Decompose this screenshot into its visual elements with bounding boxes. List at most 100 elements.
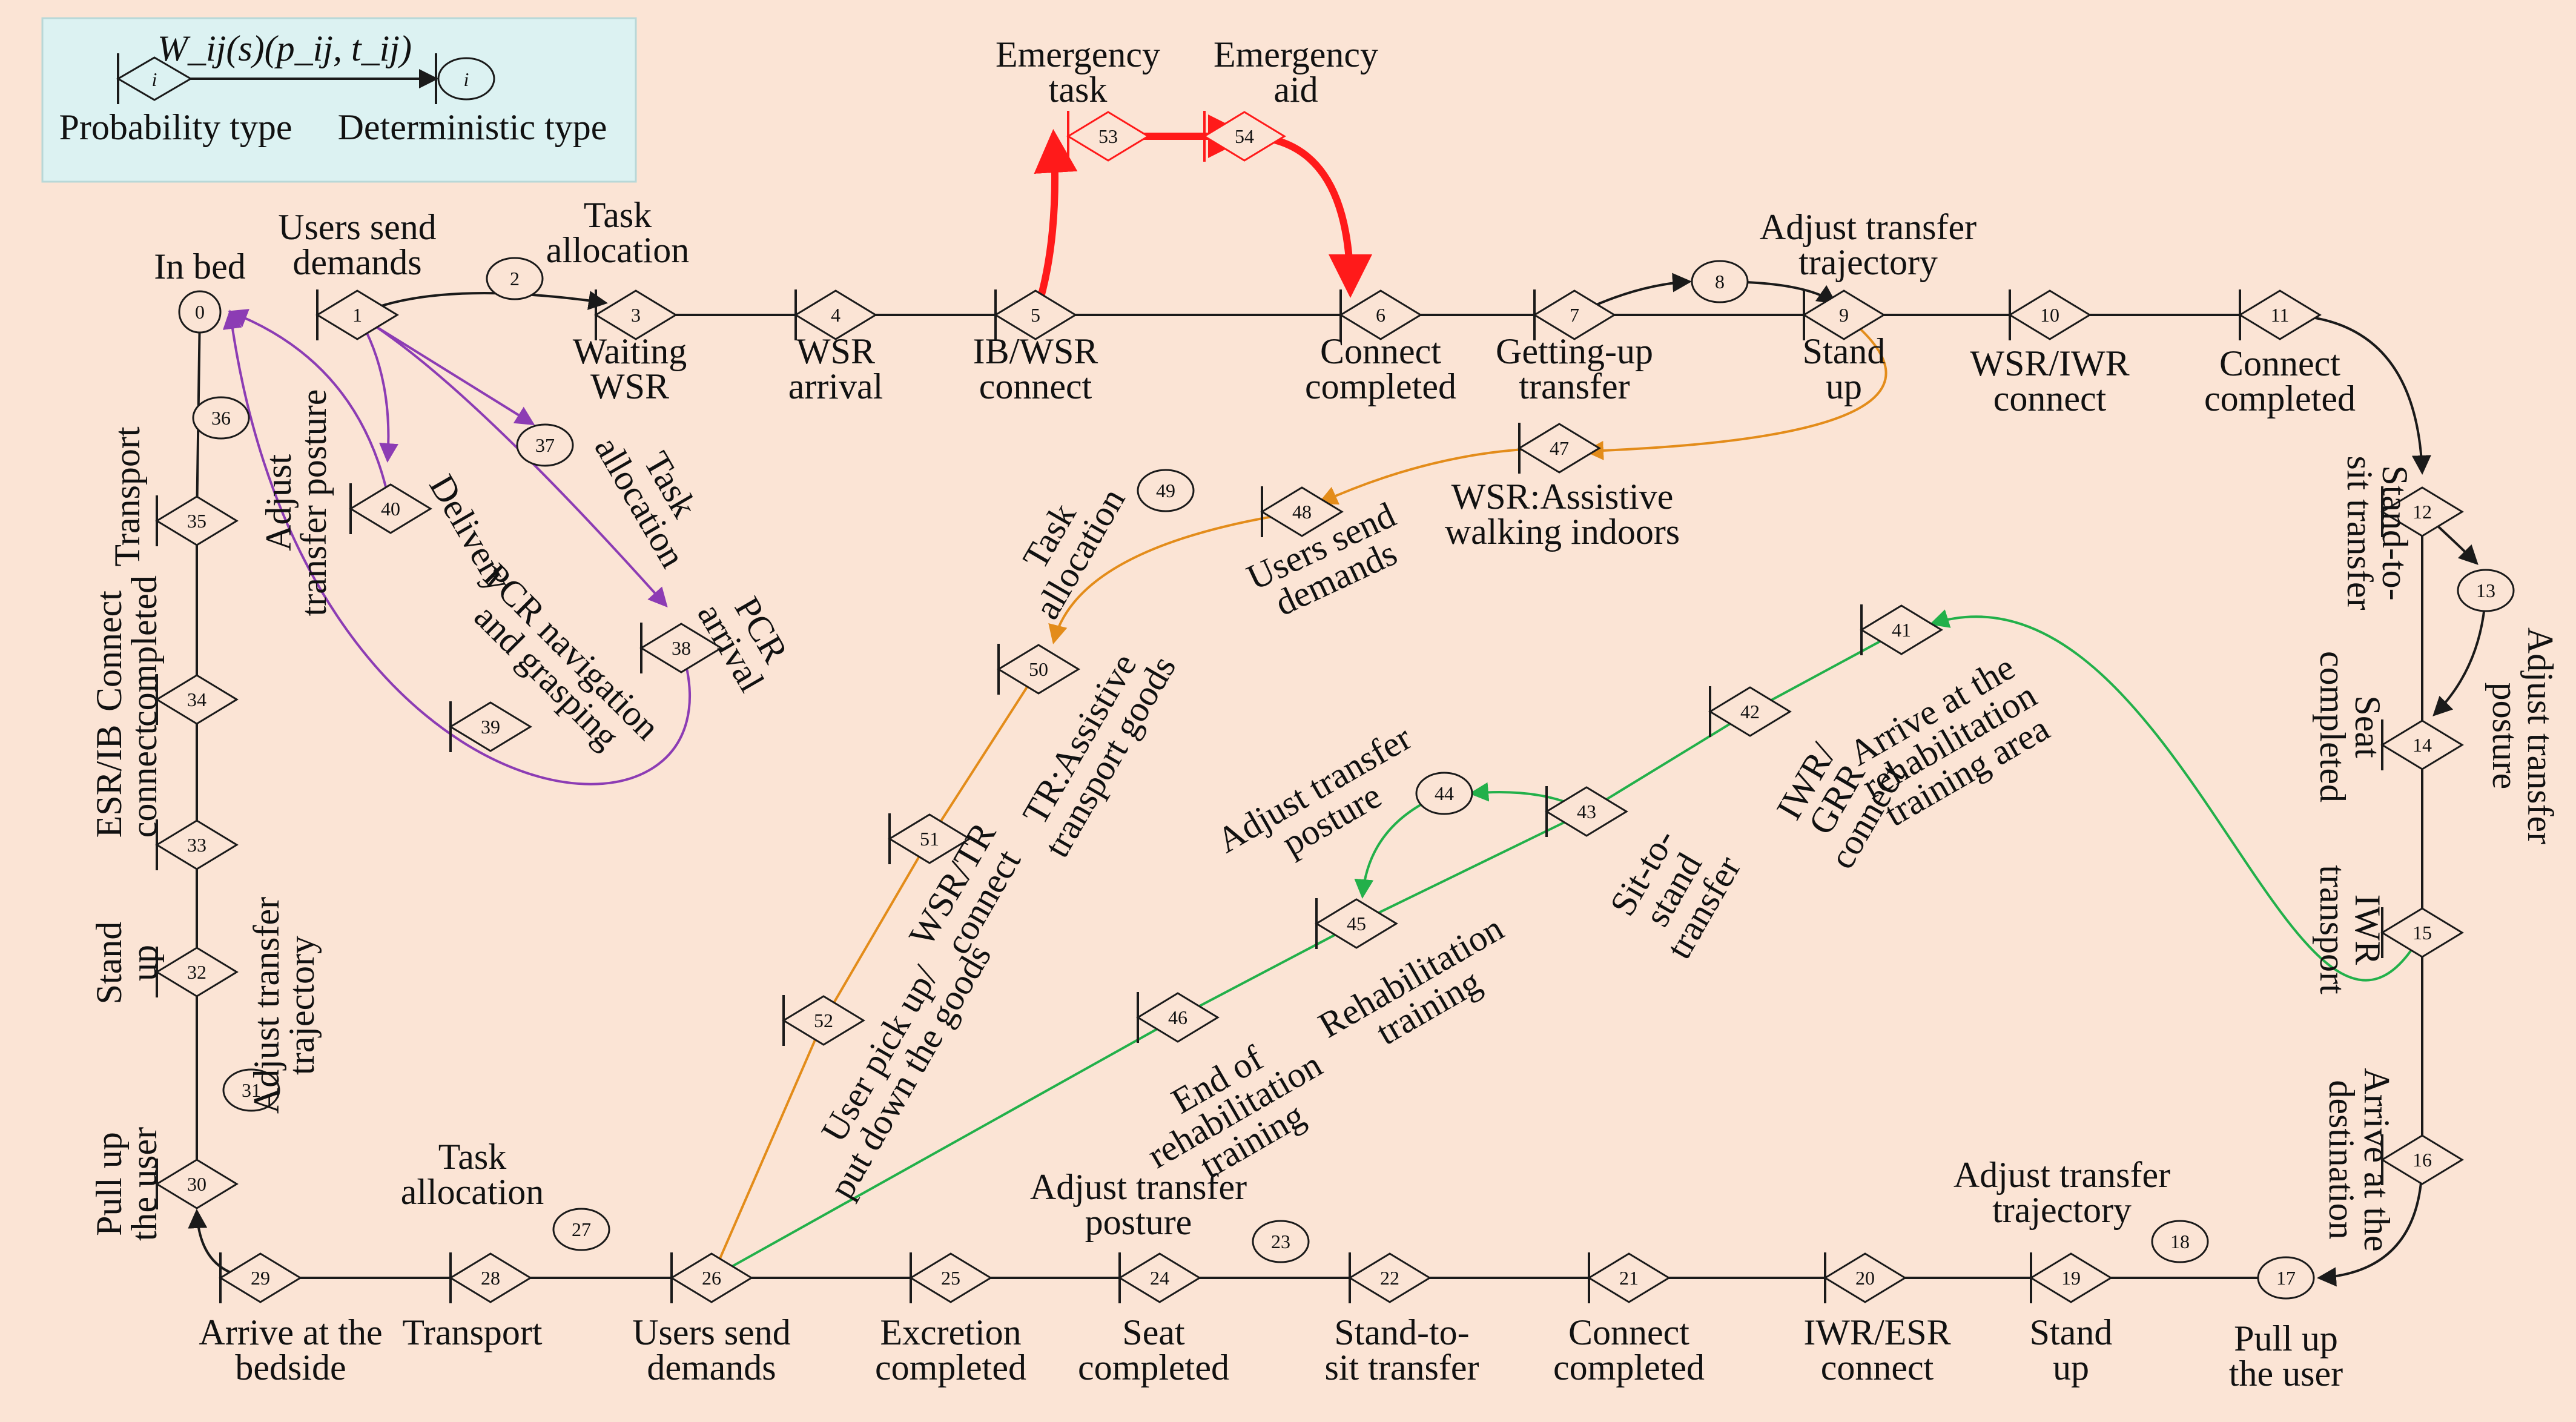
node-45-shape [1315,898,1398,949]
node-19: 19 [2029,1252,2113,1303]
node-42-number: 42 [1740,701,1760,723]
node-27-shape [552,1208,610,1251]
node-15: 15 [2380,907,2464,958]
edge-51-to-52 [822,838,931,1023]
node-21: 21 [1587,1252,1671,1303]
node-10-number: 10 [2040,304,2059,326]
node-0: 0 [178,290,222,334]
node-18: 18 [2151,1220,2209,1263]
node-6-shape [1339,289,1422,340]
node-25: 25 [909,1252,992,1303]
node-21-shape [1587,1252,1671,1303]
node-50-number: 50 [1029,658,1048,680]
node-49-shape [1137,469,1195,512]
node-44-shape [1415,772,1473,815]
node-4-shape [794,289,877,340]
node-5-number: 5 [1031,304,1040,326]
node-31-shape [222,1068,280,1112]
node-22: 22 [1348,1252,1432,1303]
legend-probability-type-label: Probability type [59,107,292,147]
node-28-shape [449,1252,532,1303]
edge-52-to-26 [709,1020,825,1280]
node-14-shape [2380,719,2464,770]
node-39-shape [449,701,532,752]
node-20-number: 20 [1855,1267,1875,1289]
node-1-number: 1 [352,304,362,326]
node-37-shape [516,423,574,467]
node-41: 41 [1860,604,1943,655]
node-21-number: 21 [1619,1267,1639,1289]
node-29: 29 [219,1252,302,1303]
node-37-number: 37 [535,434,555,456]
node-23: 23 [1252,1220,1310,1263]
node-4-number: 4 [831,304,841,326]
node-31: 31 [222,1068,280,1112]
node-34-number: 34 [187,689,206,710]
node-35-shape [155,495,239,546]
node-48-shape [1260,486,1344,537]
node-0-shape [178,290,222,334]
node-26: 26 [670,1252,753,1303]
node-20: 20 [1823,1252,1907,1303]
node-17: 17 [2257,1256,2315,1300]
node-46-number: 46 [1168,1007,1187,1028]
node-51-shape [888,813,971,864]
node-9-shape [1802,289,1886,340]
node-17-shape [2257,1256,2315,1300]
node-29-number: 29 [251,1267,270,1289]
node-45: 45 [1315,898,1398,949]
node-15-number: 15 [2413,922,2432,944]
node-8-shape [1691,260,1749,303]
node-26-number: 26 [702,1267,721,1289]
node-43-number: 43 [1577,801,1596,822]
node-48: 48 [1260,486,1344,537]
node-40-shape [349,483,432,534]
node-10: 10 [2008,289,2092,340]
node-36-number: 36 [211,407,231,429]
node-32: 32 [155,947,239,997]
label-transport: Transport [107,426,147,566]
node-49-number: 49 [1156,480,1175,501]
node-34-shape [155,674,239,725]
node-14-number: 14 [2413,734,2432,756]
edge-46-to-26 [709,1016,1178,1279]
node-25-number: 25 [941,1267,960,1289]
node-54: 54 [1203,111,1286,162]
node-7-shape [1533,289,1616,340]
node-46-shape [1136,992,1220,1043]
node-43-shape [1545,786,1628,837]
node-24-number: 24 [1150,1267,1169,1289]
node-3-number: 3 [631,304,641,326]
node-53-number: 53 [1098,125,1118,147]
node-36: 36 [192,396,250,440]
label-adjust-transfer-posture: Adjust transferposture [2485,627,2560,844]
label-in-bed: In bed [154,246,246,286]
node-8: 8 [1691,260,1749,303]
node-0-number: 0 [195,301,205,323]
node-22-number: 22 [1380,1267,1399,1289]
node-45-number: 45 [1347,913,1366,934]
edge-42-to-43 [1584,710,1751,813]
node-40-number: 40 [381,498,400,520]
node-25-shape [909,1252,992,1303]
node-14: 14 [2380,719,2464,770]
node-27: 27 [552,1208,610,1251]
legend-deterministic-node [437,57,495,101]
edge-15-to-41 [1929,609,2423,982]
node-11-shape [2238,289,2322,340]
node-18-shape [2151,1220,2209,1263]
node-19-number: 19 [2061,1267,2081,1289]
label-seat-completed: Seatcompleted [2313,651,2388,802]
node-13: 13 [2457,569,2515,612]
